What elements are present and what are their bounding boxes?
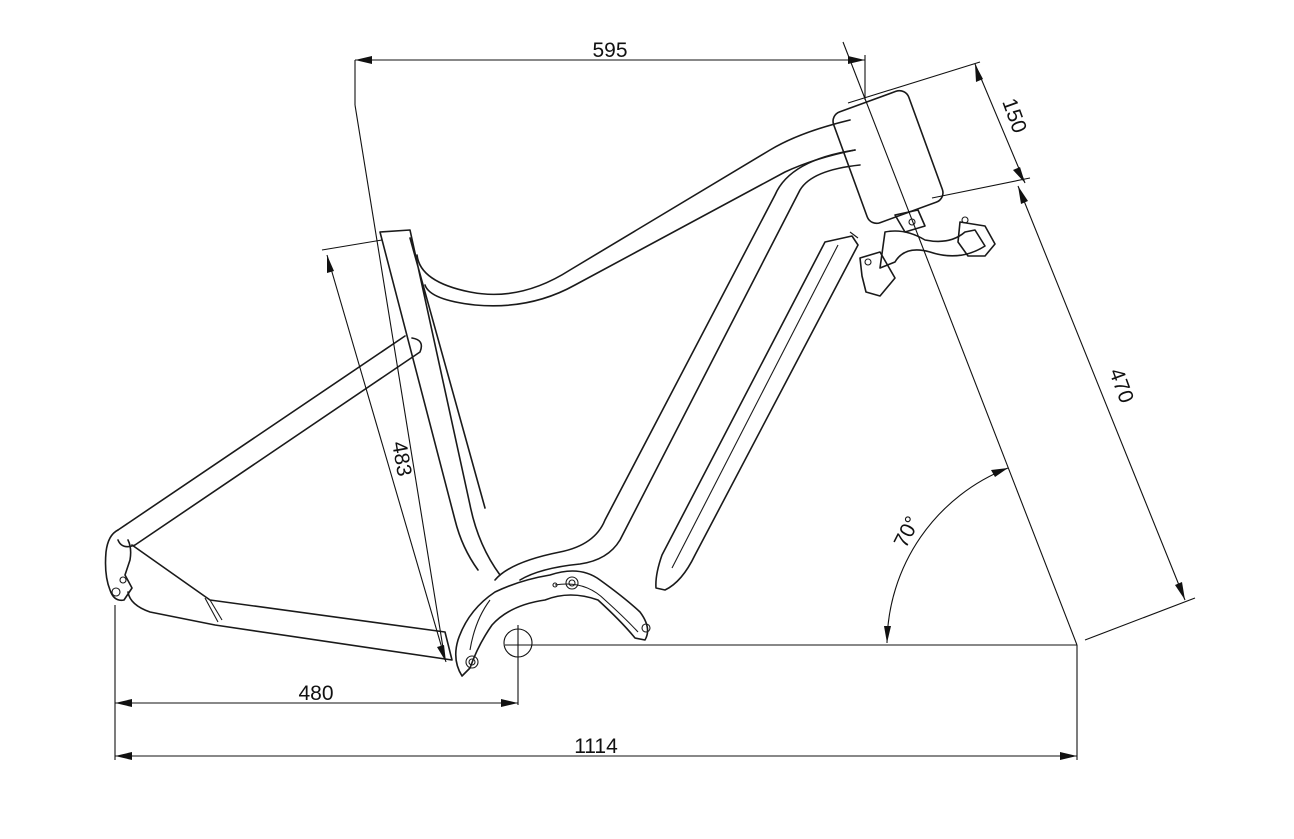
dimension-label-stack: 470 (1104, 365, 1138, 406)
down-tube (494, 149, 861, 581)
dimension-label-seat-tube: 483 (387, 440, 416, 479)
dimension-head-angle: 70° (884, 467, 1009, 644)
seat-tube (379, 229, 501, 576)
rear-dropout (104, 529, 133, 602)
battery (655, 235, 859, 591)
dimension-head-tube: 150 (847, 61, 1031, 199)
dimension-label-reach: 595 (592, 39, 627, 62)
seat-stay (117, 335, 423, 548)
motor-housing (454, 570, 649, 677)
fork-crown-parts (859, 209, 996, 297)
dimension-label-wheelbase: 1114 (574, 735, 618, 758)
dimension-label-chainstay: 480 (298, 682, 333, 705)
top-tube (416, 119, 856, 307)
dimension-reach: 595 (354, 39, 866, 105)
bike-frame (104, 89, 996, 677)
dimension-label-head-angle: 70° (890, 513, 925, 552)
construction-lines (114, 41, 1078, 760)
dimension-chainstay: 480 (115, 682, 518, 707)
dimension-stack-diagonal: 470 (1017, 185, 1196, 641)
dimension-wheelbase: 1114 (115, 735, 1077, 760)
chain-stay (127, 544, 453, 661)
